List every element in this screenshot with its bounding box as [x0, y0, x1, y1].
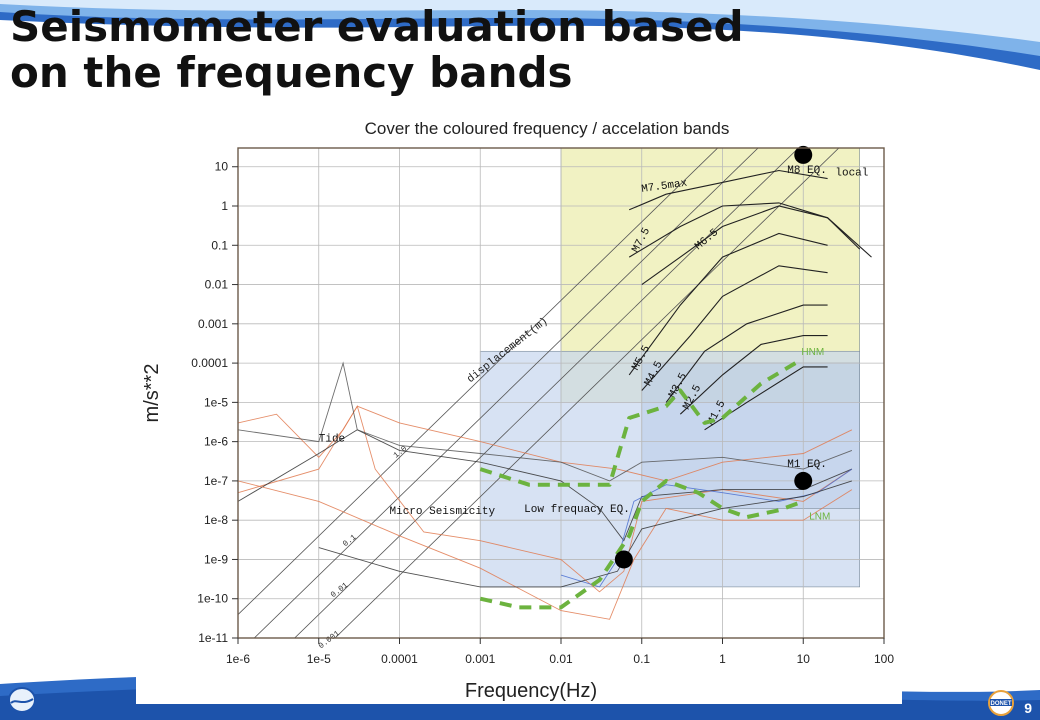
jamstec-logo-icon — [8, 687, 36, 713]
y-tick-label: 0.001 — [198, 317, 228, 331]
earthquake-curve — [665, 304, 828, 403]
seismometer-chart: 1.00.10.010.001displacement(m)M7.5maxM7.… — [141, 119, 894, 702]
x-tick-label: 0.01 — [549, 652, 573, 666]
x-tick-label: 1e-6 — [226, 652, 250, 666]
y-tick-label: 1 — [221, 199, 228, 213]
x-tick-label: 0.1 — [633, 652, 650, 666]
slide-title: Seismometer evaluation based on the freq… — [10, 4, 830, 96]
y-tick-label: 1e-5 — [204, 395, 228, 409]
y-tick-label: 1e-6 — [204, 435, 228, 449]
y-tick-label: 10 — [215, 160, 229, 174]
noise-model-hnm — [479, 361, 797, 487]
y-tick-label: 1e-9 — [204, 552, 228, 566]
y-tick-label: 0.01 — [205, 278, 229, 292]
x-tick-label: 100 — [874, 652, 894, 666]
donet-logo-text: DONET — [991, 701, 1012, 707]
displacement-line — [253, 148, 759, 638]
y-tick-label: 0.0001 — [191, 356, 228, 370]
chart-annotation: Micro Seismicity — [390, 506, 496, 518]
y-axis-label: m/s**2 — [141, 364, 163, 423]
instrument-noise-trace — [238, 405, 853, 482]
instrument-noise-trace — [318, 480, 853, 588]
header-wave — [0, 0, 1040, 70]
chart-annotation: local — [835, 167, 868, 179]
y-tick-label: 0.1 — [211, 238, 228, 252]
earthquake-curve — [641, 265, 828, 391]
displacement-line-label: 0.001 — [317, 629, 342, 651]
displacement-line-label: 1.0 — [392, 444, 409, 460]
x-axis-label: Frequency(Hz) — [465, 680, 597, 702]
chart-title: Cover the coloured frequency / accelatio… — [365, 119, 730, 138]
chart-annotation: Low frequacy EQ. — [524, 504, 630, 516]
y-tick-label: 1e-7 — [204, 474, 228, 488]
displacement-line — [334, 148, 840, 638]
x-tick-label: 10 — [797, 652, 811, 666]
x-tick-label: 1e-5 — [307, 652, 331, 666]
y-tick-label: 1e-10 — [197, 592, 228, 606]
noise-model-label: LNM — [809, 511, 830, 522]
event-marker — [614, 550, 633, 569]
earthquake-curve — [628, 169, 828, 211]
instrument-noise-trace — [238, 480, 853, 620]
noise-model-label: HNM — [801, 347, 824, 358]
earthquake-curve — [679, 335, 828, 415]
instrument-noise-trace — [238, 361, 853, 482]
page-number: 9 — [1024, 700, 1032, 716]
event-marker — [794, 471, 813, 490]
event-marker-label: M8 EQ. — [787, 165, 827, 177]
noise-model-lnm — [479, 478, 804, 610]
chart-annotation: Tide — [319, 434, 345, 446]
x-tick-label: 1 — [719, 652, 726, 666]
slide-title-line-1: Seismometer evaluation based — [10, 2, 744, 51]
x-tick-label: 0.001 — [465, 652, 495, 666]
y-tick-label: 1e-11 — [198, 631, 228, 645]
instrument-noise-trace — [238, 429, 853, 542]
x-tick-label: 0.0001 — [381, 652, 418, 666]
earthquake-curve — [641, 205, 861, 286]
y-tick-label: 1e-8 — [204, 513, 228, 527]
displacement-line — [238, 148, 719, 615]
event-marker — [794, 145, 813, 164]
displacement-line-label: 0.1 — [341, 533, 358, 549]
slide-title-line-2: on the frequency bands — [10, 48, 573, 97]
event-marker-label: M1 EQ. — [787, 459, 827, 471]
displacement-line — [294, 148, 800, 638]
earthquake-curve — [628, 232, 828, 376]
frequency-band-blue-main — [479, 350, 860, 588]
donet-logo-icon: DONET — [988, 690, 1014, 716]
displacement-line-label: 0.01 — [329, 581, 350, 600]
